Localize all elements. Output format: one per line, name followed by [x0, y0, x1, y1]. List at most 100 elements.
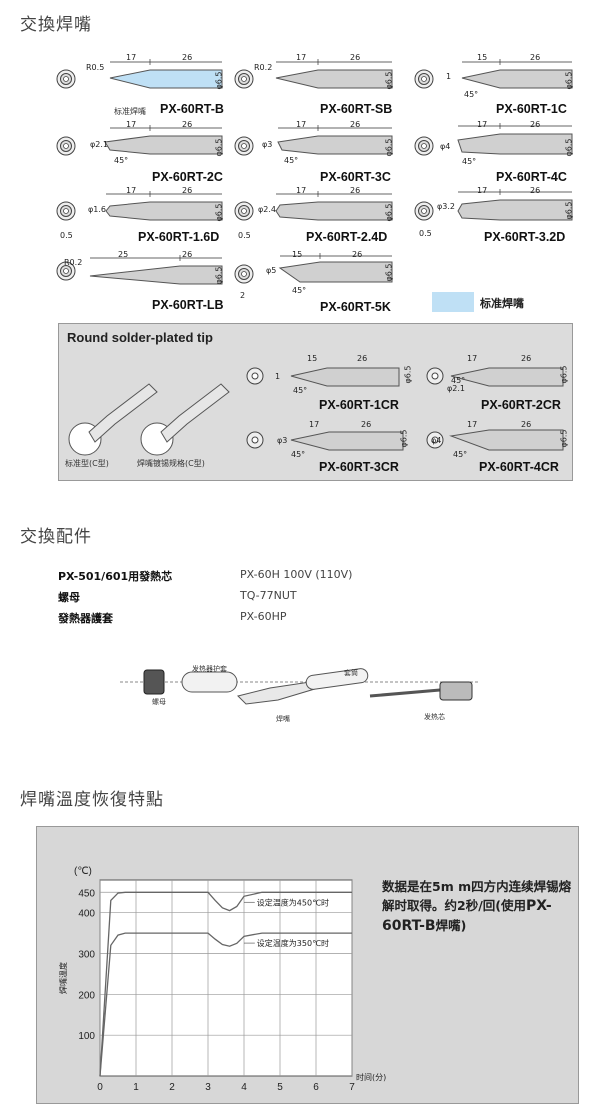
tip-2c-d1: 17 [126, 120, 137, 129]
y-tick-label: 200 [78, 990, 95, 1001]
tip-sb-model: PX-60RT-SB [320, 102, 393, 116]
heater-wire-icon [369, 688, 441, 698]
tip-lb-radius: R0.2 [64, 258, 83, 267]
x-tick-label: 1 [133, 1082, 139, 1093]
round-1cr-d1: 15 [307, 354, 318, 363]
round-2cr-dia: φ6.5 [559, 365, 569, 384]
round-tip-panel: Round solder-plated tip 标准型(C型) 焊嘴镀锡规格(C… [58, 323, 573, 481]
round-4cr-dia: φ6.5 [559, 429, 569, 448]
tip-24d-model: PX-60RT-2.4D [306, 230, 388, 244]
tip-lb-dia: φ6.5 [214, 266, 224, 285]
tip-24d-d1: 17 [296, 186, 307, 195]
tip-32d-model: PX-60RT-3.2D [484, 230, 566, 244]
tip-lb-body [89, 265, 223, 285]
tip-4c-width: φ4 [440, 142, 451, 151]
y-tick-label: 100 [78, 1031, 95, 1042]
acc-name: 螺母 [58, 591, 80, 604]
tip-16d-d1: 17 [126, 186, 137, 195]
tip-2c-d2: 26 [182, 120, 193, 129]
tip-b-d2: 26 [182, 53, 193, 62]
acc-row: PX-501/601用發熱芯 [58, 568, 172, 584]
tip-sb-d1: 17 [296, 53, 307, 62]
tip-lb-d2: 26 [182, 250, 193, 259]
round-2cr-d2: 26 [521, 354, 532, 363]
tip-4c-d2: 26 [530, 120, 541, 129]
tip-5k-body [278, 261, 393, 283]
round-3cr-d1: 17 [309, 420, 320, 429]
tip-24d-end-icon [234, 201, 254, 221]
tip-4c-end-icon [414, 136, 434, 156]
round-2cr-angle: 45° [451, 376, 466, 385]
tip-sb-end-icon [234, 69, 254, 89]
tip-32d-d1: 17 [477, 186, 488, 195]
section-title-tips: 交換焊嘴 [20, 15, 92, 35]
heater-icon [439, 681, 473, 701]
tip-32d-d2: 26 [530, 186, 541, 195]
parts-diagram [120, 668, 480, 705]
tip-16d-width: φ1.6 [88, 205, 106, 214]
y-tick-label: 450 [78, 888, 95, 899]
tip-5k-end-icon [234, 264, 254, 284]
tip-24d-dia: φ6.5 [384, 203, 394, 222]
x-tick-label: 0 [97, 1082, 103, 1093]
x-tick-label: 3 [205, 1082, 211, 1093]
round-4cr-d1: 17 [467, 420, 478, 429]
acc-row: 螺母 [58, 589, 80, 605]
tip-4c-model: PX-60RT-4C [496, 170, 567, 184]
chart-note: 数据是在5m m四方内连续焊锡熔解时取得。约2秒/回(使用PX-60RT-B焊嘴… [382, 877, 572, 936]
round-tip-plated [160, 383, 230, 443]
round-4cr-d2: 26 [521, 420, 532, 429]
round-2cr-d1: 17 [467, 354, 478, 363]
tip-drawings [56, 59, 573, 285]
tip-16d-dia: φ6.5 [214, 203, 224, 222]
round-panel-title: Round solder-plated tip [67, 330, 213, 345]
casing-icon [305, 668, 369, 690]
x-axis-label: 时间(分) [356, 1072, 386, 1082]
round-2cr-model: PX-60RT-2CR [481, 398, 561, 412]
tip-sb-radius: R0.2 [254, 63, 273, 72]
tip-1c-model: PX-60RT-1C [496, 102, 567, 116]
tip-2c-end-icon [56, 136, 76, 156]
x-tick-label: 4 [241, 1082, 247, 1093]
tip-2c-angle: 45° [114, 156, 129, 165]
tip-b-caption: 标准焊嘴 [114, 107, 146, 116]
tip-24d-thickness: 0.5 [238, 231, 251, 240]
tip-32d-end-icon [414, 201, 434, 221]
tip-sb-d2: 26 [350, 53, 361, 62]
tip-lb-d1: 25 [118, 250, 129, 259]
round-4cr-model: PX-60RT-4CR [479, 460, 559, 474]
tip-32d-width: φ3.2 [437, 202, 455, 211]
round-3cr-angle: 45° [291, 450, 306, 459]
tip-1c-width: 1 [446, 72, 452, 81]
tip-4c-dia: φ6.5 [564, 138, 574, 157]
chart-note-text: 数据是在5m m四方内连续焊锡熔解时取得。约2秒/回(使用 [382, 879, 572, 913]
tip-b-end-icon [56, 69, 76, 89]
tip-2c-model: PX-60RT-2C [152, 170, 223, 184]
round-1cr-width: 1 [275, 372, 281, 381]
y-axis-label: 焊嘴溫度 [58, 962, 68, 994]
series-annotation: 设定温度为450℃时 [257, 897, 329, 907]
tip-2c-dia: φ6.5 [214, 138, 224, 157]
round-3cr-d2: 26 [361, 420, 372, 429]
series-line-1 [99, 891, 352, 1077]
y-tick-label: 300 [78, 950, 95, 961]
part-nut-label: 螺母 [152, 698, 166, 706]
tip-3c-width: φ3 [262, 140, 273, 149]
tip-sb-dia: φ6.5 [384, 71, 394, 90]
section-title-recovery: 焊嘴溫度恢復特點 [20, 790, 164, 810]
round-1cr-d2: 26 [357, 354, 368, 363]
tip-5k-angle: 45° [292, 286, 307, 295]
tip-24d-width: φ2.4 [258, 205, 276, 214]
tip-1c-body [461, 69, 573, 89]
round-3cr-width: φ3 [277, 436, 288, 445]
part-casing-label: 套筒 [344, 669, 358, 677]
tip-b-d1: 17 [126, 53, 137, 62]
section-title-parts: 交換配件 [20, 527, 92, 547]
tip-16d-end-icon [56, 201, 76, 221]
acc-value: PX-60H 100V (110V) [240, 568, 353, 581]
round-tip-standard [88, 383, 158, 443]
tip-24d-body [275, 201, 393, 221]
x-tick-label: 6 [313, 1082, 319, 1093]
tip-5k-d1: 15 [292, 250, 303, 259]
